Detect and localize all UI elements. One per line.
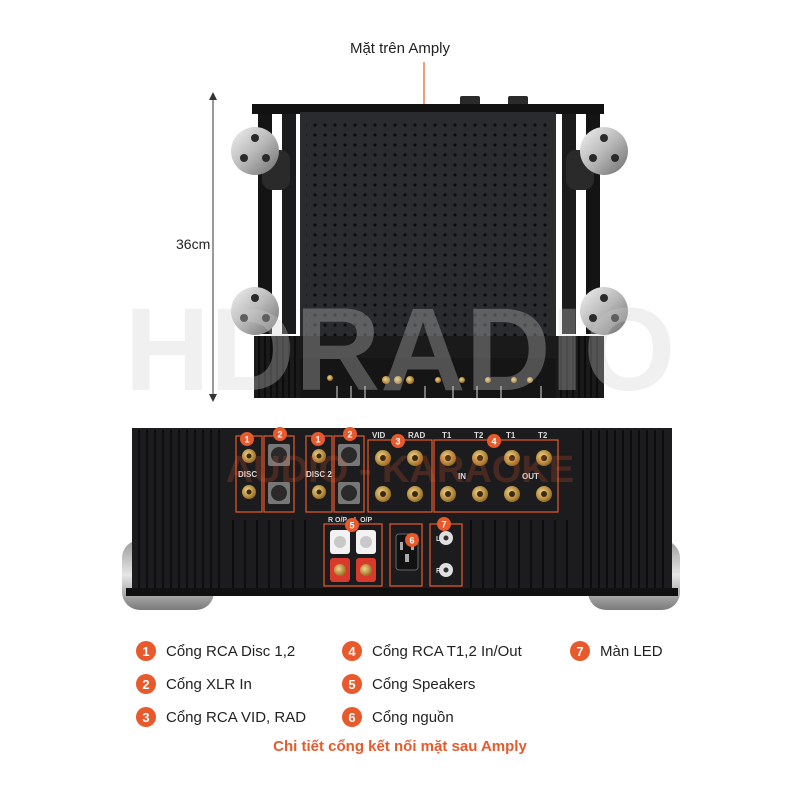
- marker-7: 7: [441, 520, 446, 530]
- legend-label: Màn LED: [600, 642, 663, 660]
- legend-label: Cổng RCA T1,2 In/Out: [372, 642, 522, 660]
- speaker-terminals: [323, 523, 383, 587]
- legend-label: Cổng XLR In: [166, 675, 252, 693]
- legend-badge: 4: [342, 641, 362, 661]
- legend-badge: 6: [342, 707, 362, 727]
- label-t2-out: T2: [538, 431, 548, 440]
- watermark: HDRADIO AUDIO - KARAOKE: [125, 284, 676, 491]
- legend-item: 3 Cổng RCA VID, RAD: [136, 707, 306, 727]
- rca-vid-rad: [367, 439, 433, 513]
- xlr-in-1: [263, 435, 295, 513]
- label-disc: DISC: [238, 470, 257, 479]
- label-disc2: DISC 2: [306, 470, 332, 479]
- marker-4: 4: [491, 437, 496, 447]
- legend-badge: 1: [136, 641, 156, 661]
- top-view-label: Mặt trên Amply: [349, 40, 451, 57]
- silver-feet-top: [231, 127, 628, 335]
- caption: Chi tiết cổng kết nối mặt sau Amply: [273, 738, 527, 755]
- marker-5: 5: [349, 521, 354, 531]
- rear-view: DISC DISC 2 VID RAD T1 T2 T1 T2 IN OUT R…: [122, 427, 680, 610]
- legend-label: Cổng RCA Disc 1,2: [166, 642, 296, 660]
- legend-item: 1 Cổng RCA Disc 1,2: [136, 641, 295, 661]
- label-l-op: L O/P: [354, 517, 372, 524]
- marker-2b: 2: [347, 430, 352, 440]
- label-out: OUT: [522, 472, 539, 481]
- label-t1-in: T1: [442, 431, 452, 440]
- watermark-tagline: AUDIO - KARAOKE: [226, 449, 574, 491]
- legend-label: Cổng nguồn: [372, 708, 454, 726]
- legend-item: 2 Cổng XLR In: [136, 674, 252, 694]
- label-in: IN: [458, 472, 466, 481]
- legend-label: Cổng Speakers: [372, 675, 476, 693]
- rca-disc-2: [305, 435, 333, 513]
- dimension-arrow: [209, 92, 217, 402]
- legend-badge: 3: [136, 707, 156, 727]
- top-frame-bar: [252, 104, 604, 114]
- legend-item: 6 Cổng nguồn: [342, 707, 454, 727]
- label-vid: VID: [372, 431, 386, 440]
- marker-6: 6: [409, 536, 414, 546]
- label-t1-out: T1: [506, 431, 516, 440]
- legend-badge: 7: [570, 641, 590, 661]
- number-markers: 1 2 1 2 3 4 5 6 7: [240, 427, 501, 547]
- legend-item: 5 Cổng Speakers: [342, 674, 475, 694]
- label-rad: RAD: [408, 431, 426, 440]
- panel-labels: DISC DISC 2 VID RAD T1 T2 T1 T2 IN OUT R…: [238, 431, 548, 575]
- legend-item: 4 Cổng RCA T1,2 In/Out: [342, 641, 522, 661]
- top-heatsinks: [254, 336, 604, 398]
- legend-label: Cổng RCA VID, RAD: [166, 708, 307, 726]
- legend-badge: 2: [136, 674, 156, 694]
- legend-badge: 5: [342, 674, 362, 694]
- legend-item: 7 Màn LED: [570, 641, 663, 661]
- label-t2-in: T2: [474, 431, 484, 440]
- top-view: [209, 62, 628, 402]
- label-led-r: R: [436, 568, 441, 575]
- xlr-in-2: [333, 435, 365, 513]
- rca-t1-t2-in-out: [433, 439, 559, 513]
- marker-1a: 1: [244, 435, 249, 445]
- marker-2a: 2: [277, 430, 282, 440]
- watermark-brand: HDRADIO: [125, 284, 676, 416]
- marker-1b: 1: [315, 435, 320, 445]
- label-r-op: R O/P: [328, 517, 347, 524]
- marker-3: 3: [395, 437, 400, 447]
- label-led-l: L: [436, 536, 441, 543]
- height-dimension-label: 36cm: [176, 236, 211, 252]
